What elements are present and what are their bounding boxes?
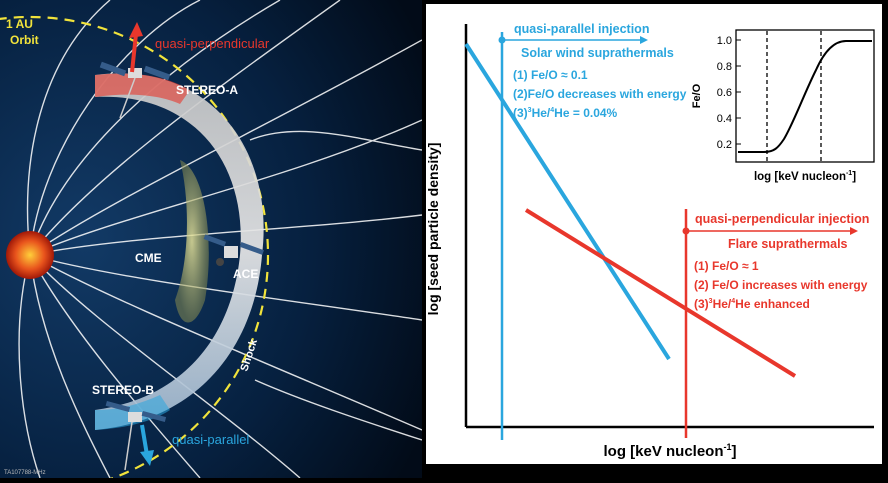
perp-arrowhead-icon — [850, 227, 858, 235]
parallel-item-1: (1) Fe/O ≈ 0.1 — [513, 68, 588, 82]
schematic-svg: 1 AU Orbit quasi-perpendicular STEREO-A … — [0, 0, 423, 483]
parallel-arrowhead-icon — [640, 36, 648, 44]
parallel-label: quasi-parallel — [172, 432, 249, 447]
ace-label: ACE — [233, 267, 258, 281]
inset-y-axis-label: Fe/O — [691, 83, 703, 108]
perp-item-1: (1) Fe/O ≈ 1 — [694, 259, 759, 273]
perp-subheading: Flare suprathermals — [728, 237, 848, 251]
ace-spacecraft-icon — [203, 234, 264, 266]
inset-ytick-label: 1.0 — [717, 35, 732, 47]
shock-front — [95, 73, 264, 430]
inset-ytick-label: 0.6 — [717, 87, 732, 99]
perp-item-2: (2) Fe/O increases with energy — [694, 278, 868, 292]
inset-x-axis-label: log [keV nucleon-1] — [754, 170, 856, 183]
perp-heading: quasi-perpendicular injection — [695, 212, 869, 226]
orbit-circle — [0, 15, 270, 483]
parallel-item-3: (3)3He/4He = 0.04% — [513, 106, 618, 120]
inset-ytick-label: 0.4 — [717, 113, 732, 125]
stereo-a-spacecraft-icon — [99, 61, 171, 119]
perp-arrow-icon — [129, 22, 143, 73]
inset-ytick-label: 0.8 — [717, 61, 732, 73]
plot-svg: log [seed particle density] log [keV nuc… — [425, 22, 875, 460]
cme-label: CME — [135, 251, 162, 265]
parallel-subheading: Solar wind suprathermals — [521, 46, 674, 60]
inset-y-ticks — [736, 39, 741, 145]
sun-icon — [6, 231, 54, 279]
image-credit: TA107788-MHz — [4, 470, 46, 476]
inset-ytick-label: 0.2 — [717, 139, 732, 151]
y-axis-label: log [seed particle density] — [426, 143, 441, 316]
stereo-b-label: STEREO-B — [92, 383, 154, 397]
plot-panel: log [seed particle density] log [keV nuc… — [425, 4, 882, 464]
orbit-label-line2: Orbit — [10, 33, 39, 47]
x-axis-label: log [keV nucleon-1] — [603, 442, 736, 460]
inset-curve — [738, 40, 872, 153]
seed-population-plot: log [seed particle density] log [keV nuc… — [422, 0, 888, 478]
parallel-arrow-icon — [140, 424, 154, 466]
stereo-b-spacecraft-icon — [105, 400, 167, 471]
parallel-heading: quasi-parallel injection — [514, 22, 649, 36]
parallel-item-2: (2)Fe/O decreases with energy — [513, 87, 687, 101]
parallel-spectrum-line — [464, 42, 671, 361]
heliosphere-schematic: 1 AU Orbit quasi-perpendicular STEREO-A … — [0, 0, 423, 483]
perp-spectrum-line — [524, 208, 797, 378]
stereo-a-label: STEREO-A — [176, 83, 238, 97]
magnetic-field-lines — [18, 0, 423, 479]
cme-blob — [175, 160, 209, 323]
perp-region — [95, 73, 190, 104]
orbit-label-line1: 1 AU — [6, 17, 33, 31]
perp-item-3: (3)3He/4He enhanced — [694, 297, 810, 311]
perp-label: quasi-perpendicular — [155, 36, 270, 51]
inset-plot: 0.2 0.4 0.6 0.8 1.0 Fe/O log [keV nucleo… — [691, 29, 875, 183]
